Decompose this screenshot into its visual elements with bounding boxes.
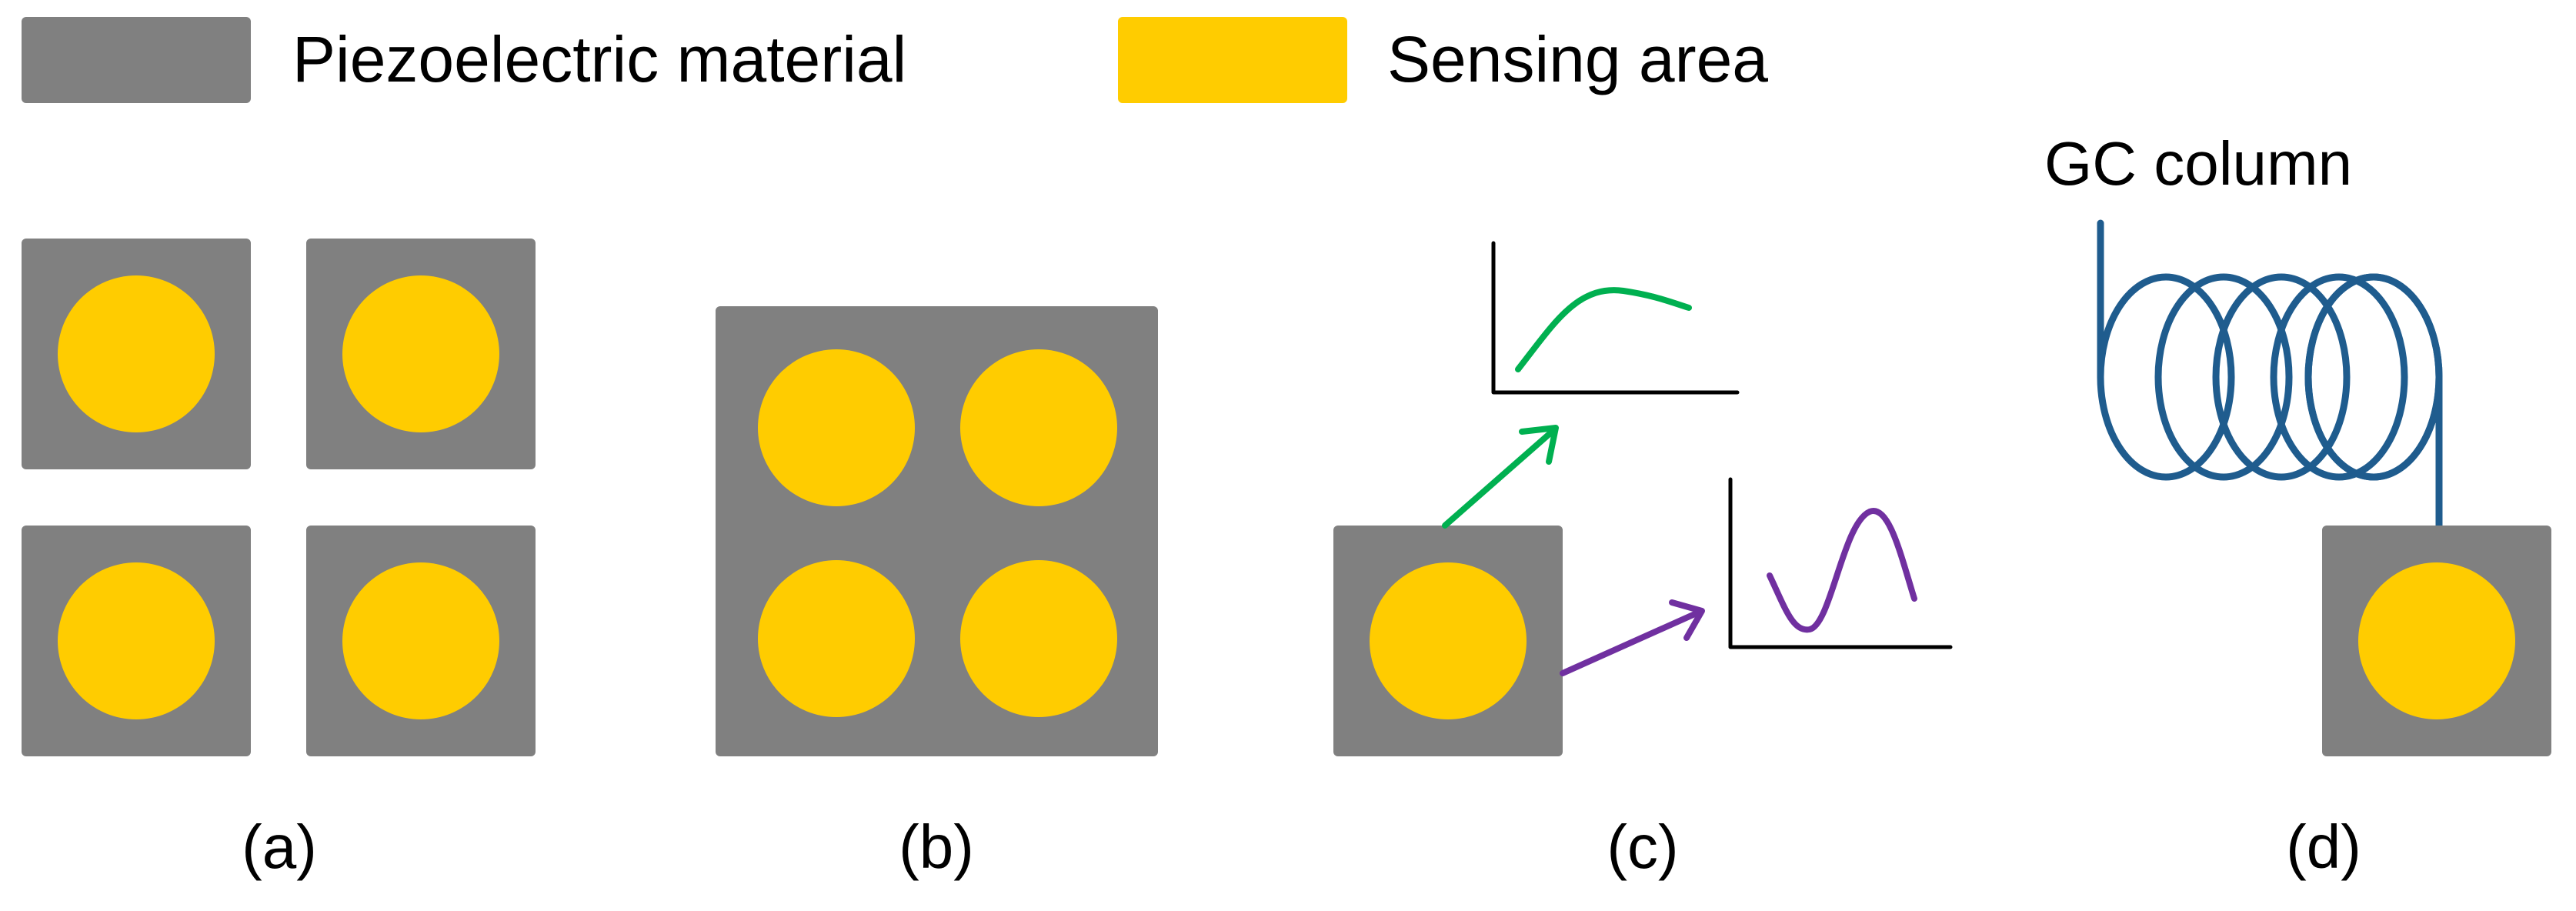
coil-loop (2212, 273, 2351, 481)
arrow-head (1669, 599, 1705, 641)
legend: Piezoelectric material Sensing area (22, 17, 1768, 103)
sensing-area (758, 560, 915, 717)
legend-piezo-label: Piezoelectric material (292, 23, 906, 95)
response-curve-purple (1767, 508, 1917, 633)
response-plot-green (1491, 241, 1740, 395)
arrow-green (1442, 425, 1559, 529)
caption-b: (b) (899, 813, 974, 881)
caption-a: (a) (242, 813, 317, 881)
sensor-a-2 (306, 239, 536, 469)
sensing-area (342, 275, 499, 432)
legend-sensing-label: Sensing area (1387, 23, 1768, 95)
sensor-a-3 (22, 526, 251, 756)
coil-loop (2304, 273, 2443, 481)
legend-sensing-swatch (1118, 17, 1347, 103)
gc-column-coil (2097, 219, 2443, 529)
legend-piezo-swatch (22, 17, 251, 103)
caption-d: (d) (2286, 813, 2361, 881)
plot-axes (1728, 477, 1953, 649)
sensor-a-1 (22, 239, 251, 469)
sensor-d (2322, 526, 2551, 756)
coil-loop (2097, 273, 2235, 481)
gc-column-label: GC column (2044, 129, 2352, 198)
sensing-area (960, 349, 1117, 506)
sensing-area (960, 560, 1117, 717)
arrow-shaft (1442, 429, 1554, 529)
sensing-area (58, 562, 215, 719)
coil-loop (2154, 273, 2293, 481)
sensing-area (58, 275, 215, 432)
sensing-area (758, 349, 915, 506)
sensing-area (2358, 562, 2515, 719)
response-plot-purple (1728, 477, 1953, 649)
sensing-area (1370, 562, 1527, 719)
arrow-shaft (1560, 610, 1700, 676)
coil-loop (2270, 273, 2408, 481)
sensor-a-4 (306, 526, 536, 756)
caption-c: (c) (1607, 813, 1678, 881)
arrow-head (1519, 425, 1559, 465)
plot-axes (1491, 241, 1740, 395)
panel-a: (a) (22, 239, 536, 881)
arrow-purple (1560, 599, 1705, 676)
sensor-c (1333, 526, 1563, 756)
panel-d: GC column (d) (2044, 129, 2551, 881)
panel-b: (b) (716, 306, 1158, 881)
sensing-area (342, 562, 499, 719)
response-curve-green (1515, 287, 1692, 372)
panel-c: (c) (1333, 241, 1953, 881)
